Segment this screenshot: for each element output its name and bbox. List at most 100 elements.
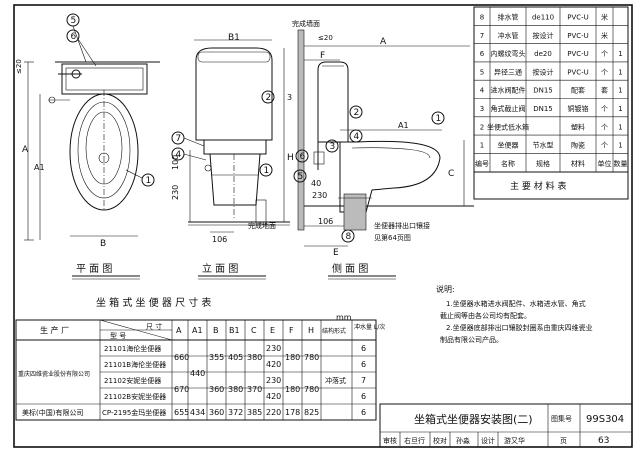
materials-cell: 1 xyxy=(618,123,622,131)
side-wall xyxy=(297,29,305,231)
size-water-4: 6 xyxy=(361,392,366,401)
materials-header-cell: 编号 xyxy=(475,159,489,168)
materials-cell: 个 xyxy=(601,68,608,76)
materials-cell: 异径三通 xyxy=(494,67,522,76)
elev-tank xyxy=(195,47,273,141)
note-2a: 2.坐便器底部排出口镶胶封圈系由重庆四维瓷业 xyxy=(446,323,593,332)
materials-cell: 米 xyxy=(601,31,608,40)
size-A-2: 670 xyxy=(174,385,189,394)
size-last-model: CP-2195金玛坐便器 xyxy=(102,408,166,417)
materials-cell: PVC-U xyxy=(567,68,589,76)
materials-cell: PVC-U xyxy=(567,14,589,22)
materials-cell: 1 xyxy=(618,142,622,150)
materials-cell: PVC-U xyxy=(567,32,589,40)
dim-A-plan: A xyxy=(22,145,29,155)
dim-B-plan: B xyxy=(100,239,106,249)
design-name: 游又华 xyxy=(504,436,525,445)
svg-text:1: 1 xyxy=(146,176,152,186)
materials-cell: 1 xyxy=(618,105,622,113)
dim-B1: B1 xyxy=(228,33,240,43)
dim-100: 100 xyxy=(171,155,180,170)
materials-cell: 5 xyxy=(480,68,484,76)
size-last-E: 220 xyxy=(266,408,281,417)
size-model-4: 21102B安妮坐便器 xyxy=(104,392,166,401)
svg-text:8: 8 xyxy=(346,232,352,242)
size-A-1: 660 xyxy=(174,353,189,362)
outlet-note-1: 坐便器排出口镶接 xyxy=(374,221,430,230)
materials-cell: 6 xyxy=(480,50,485,58)
materials-cell: 1 xyxy=(618,68,622,76)
dim-F: F xyxy=(320,51,325,61)
size-h-H: H xyxy=(308,326,314,335)
materials-cell: 1 xyxy=(480,142,484,150)
size-last-A: 655 xyxy=(174,408,189,417)
note-1b: 截止阀等由各公司均有配套。 xyxy=(440,311,531,320)
materials-cell: PVC-U xyxy=(567,50,589,58)
size-model-1: 21101海伦坐便器 xyxy=(104,344,161,353)
svg-text:1: 1 xyxy=(264,166,270,176)
plan-balloon-6 xyxy=(66,29,80,43)
sheet-frame xyxy=(13,4,633,448)
size-F-1: 180 xyxy=(285,353,300,362)
materials-cell: 个 xyxy=(601,142,608,150)
size-maker-2: 美标(中国)有限公司 xyxy=(22,408,83,417)
materials-cell: 坐便式低水箱 xyxy=(487,122,529,131)
materials-cell: 陶瓷 xyxy=(571,141,585,150)
svg-text:4: 4 xyxy=(176,150,182,160)
dim-230: 230 xyxy=(171,185,180,200)
dim-C: C xyxy=(448,169,454,179)
design-label: 设计 xyxy=(481,436,495,445)
size-C-2: 370 xyxy=(247,385,262,394)
size-h-flush: 结构形式 xyxy=(322,327,346,335)
size-E-1: 230 xyxy=(266,344,281,353)
materials-cell: 7 xyxy=(480,32,484,40)
size-model-2: 21101B海伦坐便器 xyxy=(104,360,166,369)
materials-cell: 节水型 xyxy=(533,141,554,150)
size-last-C: 385 xyxy=(247,408,262,417)
side-view: 完成墙面 ≤20 A F A1 2 4 3 6 5 1 8 xyxy=(292,19,474,280)
outlet-note-2: 见第64页图 xyxy=(374,233,411,242)
review-name: 右旦行 xyxy=(404,436,425,445)
page-label: 页 xyxy=(560,437,567,445)
dim-le20-side: ≤20 xyxy=(318,34,333,42)
materials-cell: 8 xyxy=(480,14,484,22)
svg-text:1: 1 xyxy=(436,114,442,124)
size-F-2: 180 xyxy=(285,385,300,394)
size-last-B1: 372 xyxy=(228,408,243,417)
materials-cell: 2 xyxy=(480,123,484,131)
note-1a: 1.坐便器水箱进水阀配件、水箱进水管、角式 xyxy=(446,299,586,308)
dim-230b: 230 xyxy=(312,191,327,200)
svg-text:3: 3 xyxy=(330,142,336,152)
size-H-1: 780 xyxy=(304,353,319,362)
size-E-2: 420 xyxy=(266,360,281,369)
size-model-3: 21102安妮坐便器 xyxy=(104,376,161,385)
size-A1: 440 xyxy=(190,369,205,378)
materials-header-cell: 单位 xyxy=(598,159,612,168)
svg-text:2: 2 xyxy=(354,108,360,118)
dim-106: 106 xyxy=(212,235,227,244)
materials-cell: 铜镀铬 xyxy=(568,104,589,113)
notes: 说明: 1.坐便器水箱进水阀配件、水箱进水管、角式 截止阀等由各公司均有配套。 … xyxy=(436,284,593,344)
elev-bowl xyxy=(209,153,261,206)
size-E-3: 230 xyxy=(266,376,281,385)
side-bowl xyxy=(339,140,441,213)
dim-E: E xyxy=(333,248,339,258)
dim-A-side: A xyxy=(380,37,387,47)
size-B-2: 360 xyxy=(209,385,224,394)
dim-3: 3 xyxy=(287,93,292,102)
check-name: 孙淼 xyxy=(456,436,470,445)
size-last-A1: 434 xyxy=(190,408,205,417)
materials-cell: 角式截止阀 xyxy=(491,104,526,113)
materials-cell: 进水阀配件 xyxy=(491,86,526,95)
svg-text:5: 5 xyxy=(298,172,304,182)
materials-header-cell: 规格 xyxy=(536,159,550,168)
materials-cell: 个 xyxy=(601,105,608,113)
dim-le20-plan: ≤20 xyxy=(15,59,23,74)
materials-cell: 内螺纹弯头 xyxy=(491,49,526,58)
materials-cell: 配套 xyxy=(571,86,585,95)
materials-table-title: 主 要 材 料 表 xyxy=(510,180,566,192)
materials-cell: DN15 xyxy=(533,105,553,113)
size-last-B: 360 xyxy=(209,408,224,417)
dim-A1-plan: A1 xyxy=(34,163,45,172)
side-view-title: 侧 面 图 xyxy=(332,262,368,275)
